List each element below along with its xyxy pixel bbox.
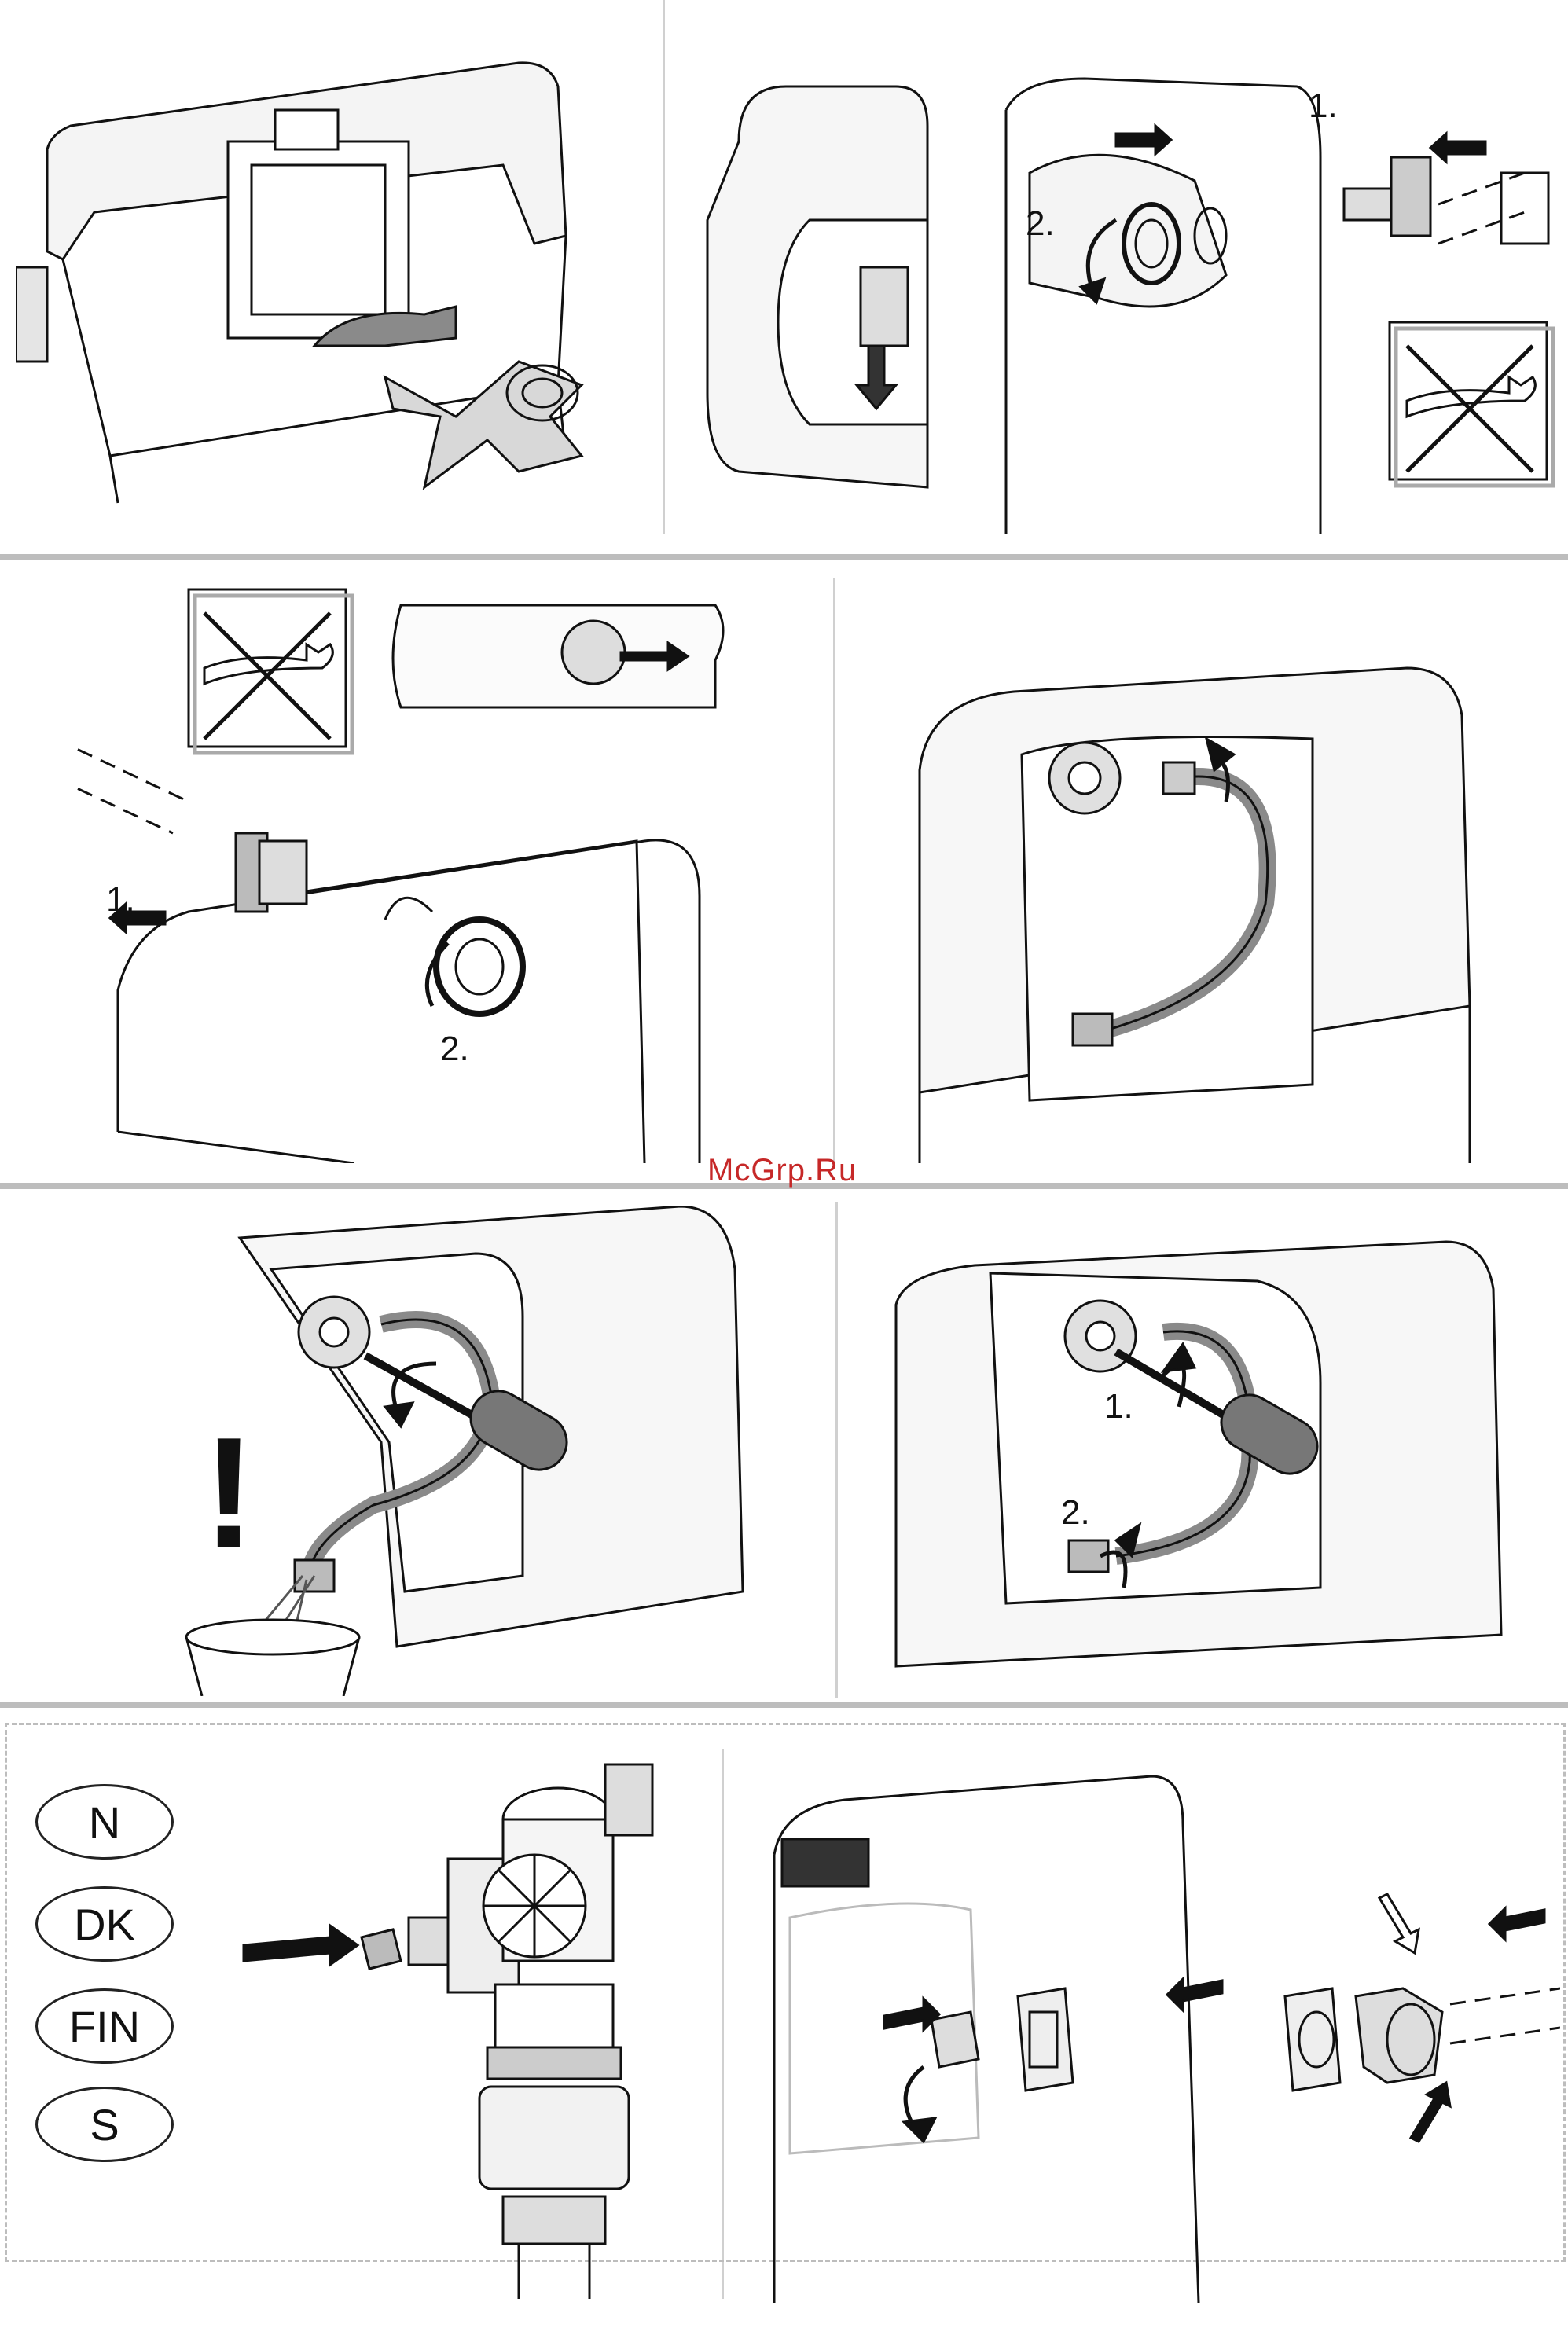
panel-remove-cover xyxy=(16,47,644,519)
no-tool-box-1 xyxy=(1390,322,1553,486)
panel-hose-removal: 1. 2. xyxy=(880,1226,1556,1698)
step-label-6: 2. xyxy=(1061,1493,1090,1533)
step-label-1: 1. xyxy=(1309,86,1338,126)
step-label-2: 2. xyxy=(1026,204,1055,244)
panel-inlet-right: 1. 2. xyxy=(692,63,1556,534)
language-badge-n: N xyxy=(35,1784,174,1860)
bucket xyxy=(182,1617,363,1696)
step-label-4: 2. xyxy=(440,1030,469,1069)
no-tool-box-2 xyxy=(189,589,352,753)
watermark: McGrp.Ru xyxy=(707,1153,857,1188)
panel-inlet-left: 1. 2. xyxy=(71,582,778,1163)
step-label-3: 1. xyxy=(106,880,135,920)
panel-adapter-right xyxy=(758,1760,1560,2303)
separator-col-3 xyxy=(835,1202,838,1698)
panel-fill-valve xyxy=(228,1749,715,2299)
step-label-5: 1. xyxy=(1104,1387,1133,1426)
language-badge-dk: DK xyxy=(35,1886,174,1962)
separator-row-3 xyxy=(0,1702,1568,1708)
separator-col-2 xyxy=(833,578,835,1163)
language-badge-s: S xyxy=(35,2087,174,2162)
language-badge-fin: FIN xyxy=(35,1988,174,2064)
separator-col-1 xyxy=(663,0,665,534)
separator-row-1 xyxy=(0,554,1568,560)
panel-hose-connected xyxy=(904,652,1548,1163)
warning-icon: ! xyxy=(203,1415,255,1572)
